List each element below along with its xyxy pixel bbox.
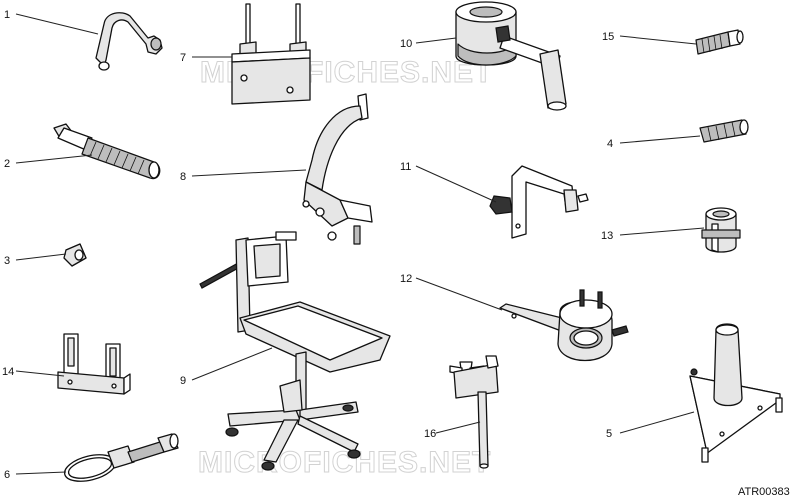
tool-6-strap-wrench xyxy=(63,433,179,482)
tool-3-nut xyxy=(63,243,87,267)
callout-1: 1 xyxy=(4,9,10,21)
watermark-bottom: MICROFICHES.NET xyxy=(198,446,491,479)
tool-7-stud-plate xyxy=(231,3,311,105)
leader-10 xyxy=(415,37,457,44)
callout-15: 15 xyxy=(602,31,614,43)
leader-14 xyxy=(15,370,65,377)
callout-7: 7 xyxy=(180,52,186,64)
callout-4: 4 xyxy=(607,138,613,150)
leader-1 xyxy=(15,13,99,35)
leader-6 xyxy=(15,471,67,475)
callout-8: 8 xyxy=(180,171,186,183)
tool-1-hook-bar xyxy=(95,12,163,71)
callout-13: 13 xyxy=(601,230,613,242)
callout-16: 16 xyxy=(424,428,436,440)
leader-8 xyxy=(191,169,307,177)
callout-10: 10 xyxy=(400,38,412,50)
tool-10-crank-tool xyxy=(455,1,567,111)
leader-2 xyxy=(15,154,93,164)
callout-14: 14 xyxy=(2,366,14,378)
callout-12: 12 xyxy=(400,273,412,285)
leader-3 xyxy=(15,253,67,261)
callout-2: 2 xyxy=(4,158,10,170)
tool-13-slotted-bush xyxy=(701,207,741,253)
leader-12 xyxy=(415,277,503,311)
leader-5 xyxy=(619,411,695,434)
tool-12-ring-lever xyxy=(499,289,629,362)
callout-5: 5 xyxy=(606,428,612,440)
tool-2-knurled-handle xyxy=(53,123,161,180)
tool-5-triangle-plate xyxy=(689,323,783,463)
leader-13 xyxy=(619,227,705,236)
tool-4-threaded-sleeve xyxy=(699,119,749,143)
tool-9-stand-with-tray xyxy=(199,231,391,471)
reference-code: ATR00383 xyxy=(738,486,790,498)
leader-9 xyxy=(191,347,273,381)
callout-3: 3 xyxy=(4,255,10,267)
tool-11-knob-bracket xyxy=(489,165,589,239)
tool-14-bracket xyxy=(57,333,131,395)
leader-16 xyxy=(435,421,481,434)
callout-6: 6 xyxy=(4,469,10,481)
tool-8-curved-arm xyxy=(302,93,373,245)
tool-15-threaded-plug xyxy=(695,29,744,55)
tool-16-pin-wingnut xyxy=(449,355,499,469)
leader-11 xyxy=(415,165,497,203)
callout-11: 11 xyxy=(400,161,411,173)
leader-4 xyxy=(619,135,701,144)
leader-15 xyxy=(619,35,697,45)
callout-9: 9 xyxy=(180,375,186,387)
